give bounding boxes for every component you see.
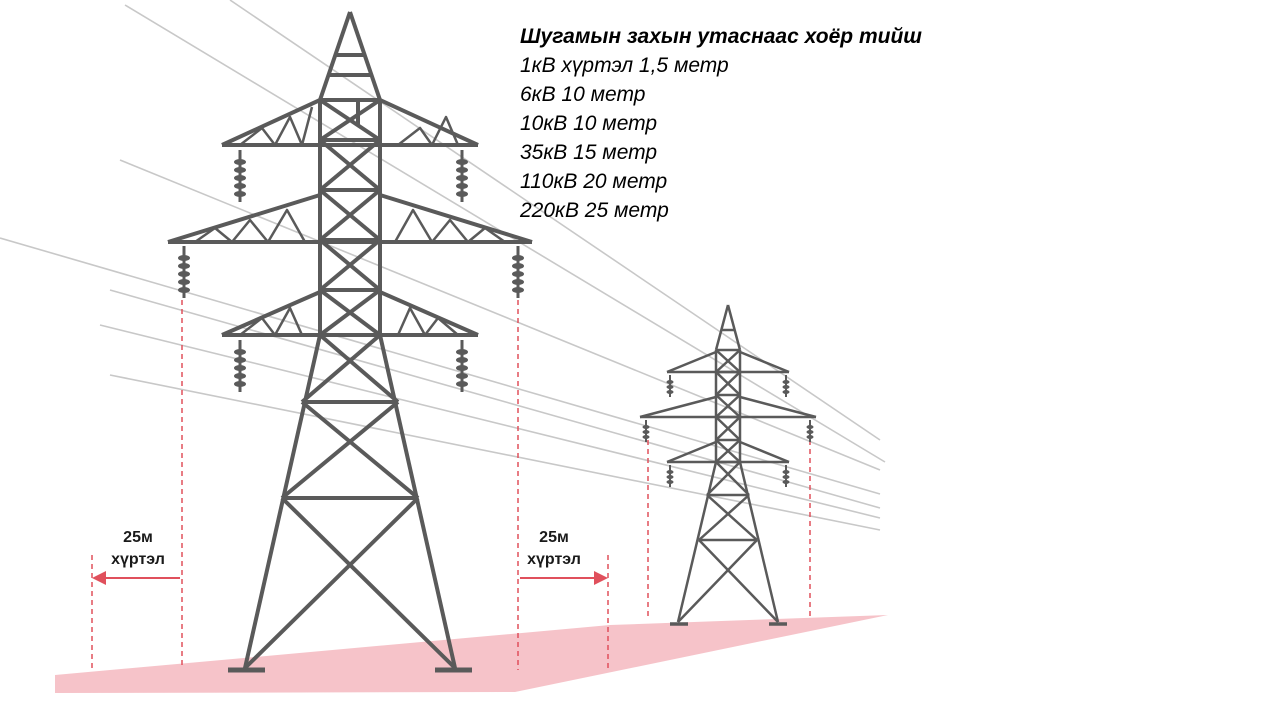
info-row-35kv: 35кВ 15 метр [520,141,658,164]
info-heading: Шугамын захын утаснаас хоёр тийш [520,25,922,48]
distance-value-right: 25м [539,529,569,546]
distance-qualifier-left: хүртэл [111,551,165,568]
tower-small [639,304,817,626]
info-row-220kv: 220кВ 25 метр [520,199,669,222]
insulators-small [642,375,814,487]
info-row-6kv: 6кВ 10 метр [520,83,646,106]
distance-label-right: 25м хүртэл [519,527,589,571]
distance-label-left: 25м хүртэл [96,527,180,571]
tower-large [167,11,533,673]
protection-zone-strip [55,615,888,693]
arrow-right [520,571,608,585]
distance-value-left: 25м [123,529,153,546]
distance-qualifier-right: хүртэл [527,551,581,568]
arrow-left [92,571,180,585]
insulators-large [178,150,524,392]
info-row-110kv: 110кВ 20 метр [520,170,668,193]
clearance-info-block: Шугамын захын утаснаас хоёр тийш 1кВ хүр… [520,22,922,225]
info-row-1kv: 1кВ хүртэл 1,5 метр [520,54,729,77]
zone-boundary-markers [91,300,811,672]
info-row-10kv: 10кВ 10 метр [520,112,658,135]
